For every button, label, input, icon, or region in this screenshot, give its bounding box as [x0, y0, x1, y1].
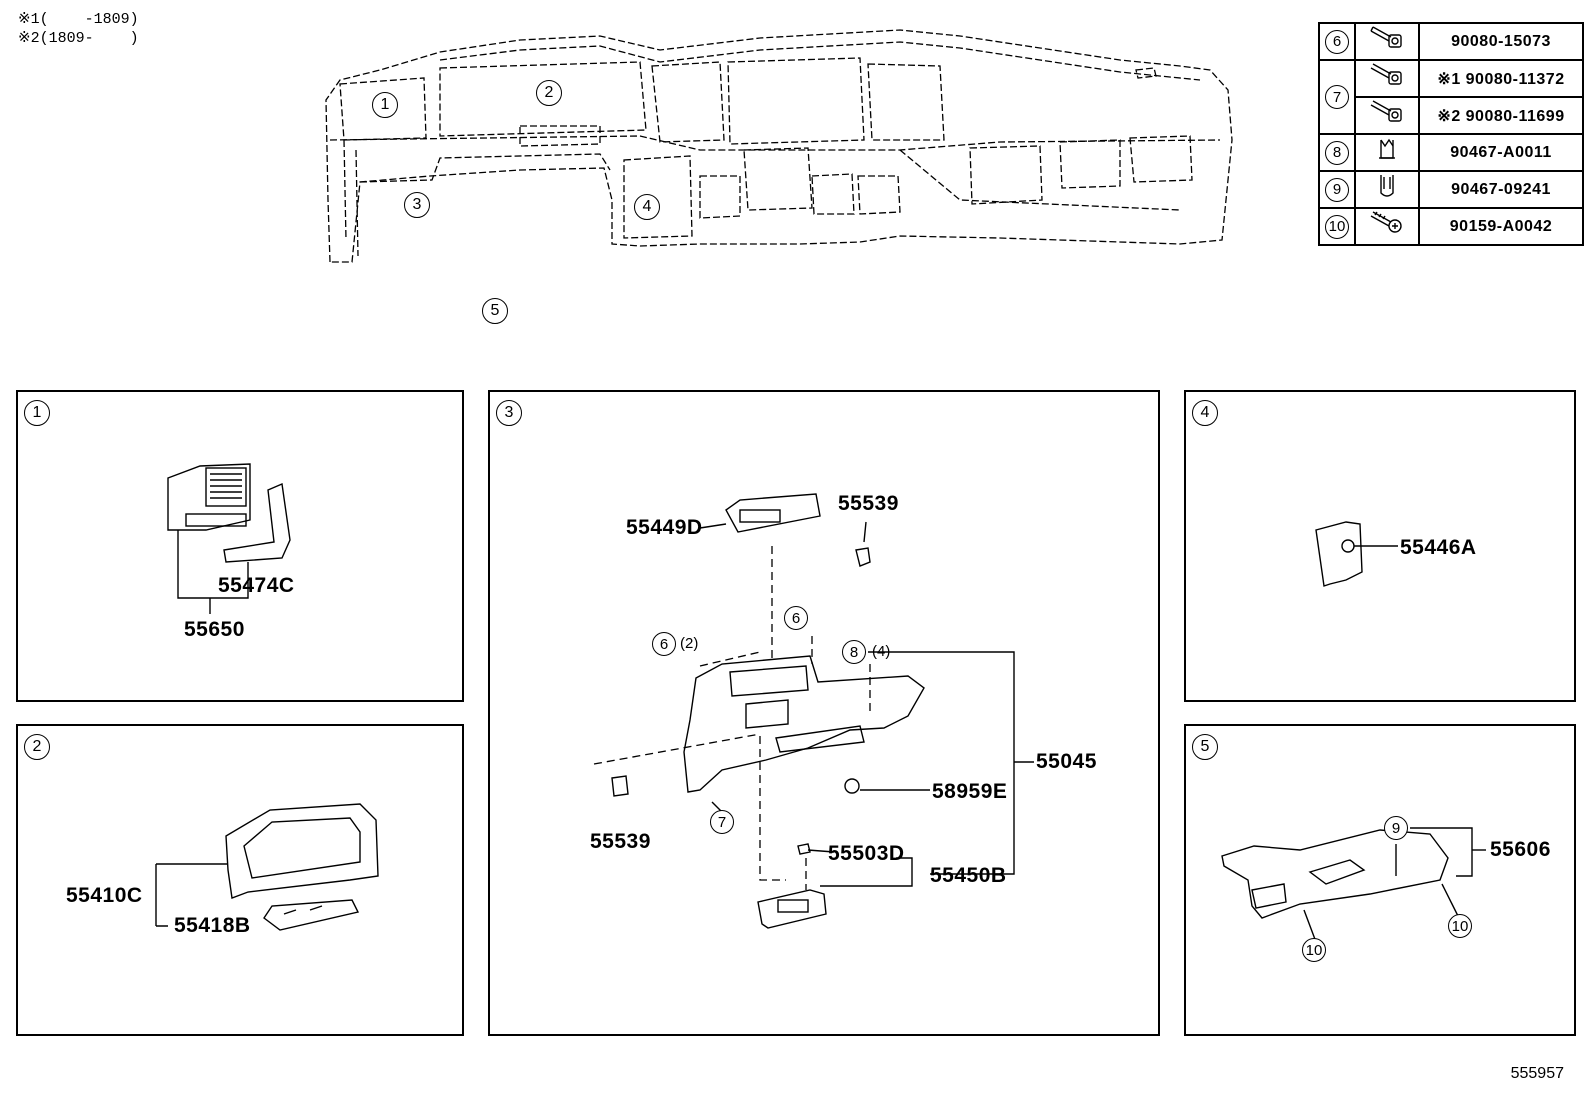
panel-1-id: 1: [24, 400, 50, 426]
panel-2: [16, 724, 464, 1036]
part-label-55650: 55650: [184, 618, 245, 641]
screw-icon: [1354, 207, 1420, 246]
fastener-ref: 9: [1325, 177, 1349, 202]
fastener-ref: 7: [1325, 85, 1349, 109]
part-label-55474c: 55474C: [218, 574, 295, 597]
part-label-55418b: 55418B: [174, 914, 251, 937]
panel-3: [488, 390, 1160, 1036]
callout-6-a: 6: [652, 632, 676, 656]
part-label-55450b: 55450B: [930, 864, 1007, 887]
clip-icon: [1354, 133, 1420, 172]
part-label-55449d: 55449D: [626, 516, 703, 539]
callout-9: 9: [1384, 816, 1408, 840]
part-label-55446a: 55446A: [1400, 536, 1477, 559]
panel-5: [1184, 724, 1576, 1036]
fastener-row: ※2 90080-11699: [1319, 96, 1584, 135]
bolt-icon: [1354, 22, 1420, 61]
panel-2-id: 2: [24, 734, 50, 760]
fastener-row: 9 90467-09241: [1318, 170, 1584, 209]
part-label-55539-lower: 55539: [590, 830, 651, 853]
note-2: ※2(1809- ): [18, 30, 139, 47]
fastener-ref: 10: [1325, 214, 1349, 239]
note-1: ※1( -1809): [18, 11, 139, 28]
panel-5-id: 5: [1192, 734, 1218, 760]
callout-10-a: 10: [1302, 938, 1326, 962]
part-label-55410c: 55410C: [66, 884, 143, 907]
panel-4-id: 4: [1192, 400, 1218, 426]
part-label-55606: 55606: [1490, 838, 1551, 861]
fastener-part-number: 90467-09241: [1418, 170, 1584, 209]
fastener-row: 7 ※1 90080-11372: [1318, 59, 1584, 135]
callout-6-b: 6: [784, 606, 808, 630]
callout-7: 7: [710, 810, 734, 834]
overview-callout-2: 2: [536, 80, 562, 106]
bolt-icon: [1354, 59, 1420, 98]
fastener-table: 6 90080-15073 7 ※1 90080-11372 ※2 90080-…: [1318, 22, 1584, 246]
fastener-ref: 8: [1325, 140, 1349, 165]
fastener-part-number: ※2 90080-11699: [1418, 96, 1584, 135]
overview-callout-5: 5: [482, 298, 508, 324]
overview-callout-4: 4: [634, 194, 660, 220]
fastener-part-number: 90159-A0042: [1418, 207, 1584, 246]
panel-3-id: 3: [496, 400, 522, 426]
fastener-part-number: ※1 90080-11372: [1418, 59, 1584, 98]
callout-10-b: 10: [1448, 914, 1472, 938]
model-year-notes: ※1( -1809) ※2(1809- ): [18, 10, 139, 48]
callout-8-qty: (4): [872, 643, 891, 660]
fastener-part-number: 90080-15073: [1418, 22, 1584, 61]
callout-8: 8: [842, 640, 866, 664]
clip-icon: [1354, 170, 1420, 209]
diagram-reference-number: 555957: [1510, 1065, 1564, 1082]
part-label-55503d: 55503D: [828, 842, 905, 865]
bolt-icon: [1354, 96, 1420, 135]
part-label-58959e: 58959E: [932, 780, 1008, 803]
overview-callout-1: 1: [372, 92, 398, 118]
panel-1: [16, 390, 464, 702]
fastener-row: 10 90159-A0042: [1318, 207, 1584, 246]
fastener-row: 8 90467-A0011: [1318, 133, 1584, 172]
callout-6-qty: (2): [680, 635, 699, 652]
fastener-part-number: 90467-A0011: [1418, 133, 1584, 172]
part-label-55045: 55045: [1036, 750, 1097, 773]
fastener-row: 6 90080-15073: [1318, 22, 1584, 61]
fastener-ref: 6: [1325, 29, 1349, 54]
overview-callout-3: 3: [404, 192, 430, 218]
part-label-55539-upper: 55539: [838, 492, 899, 515]
